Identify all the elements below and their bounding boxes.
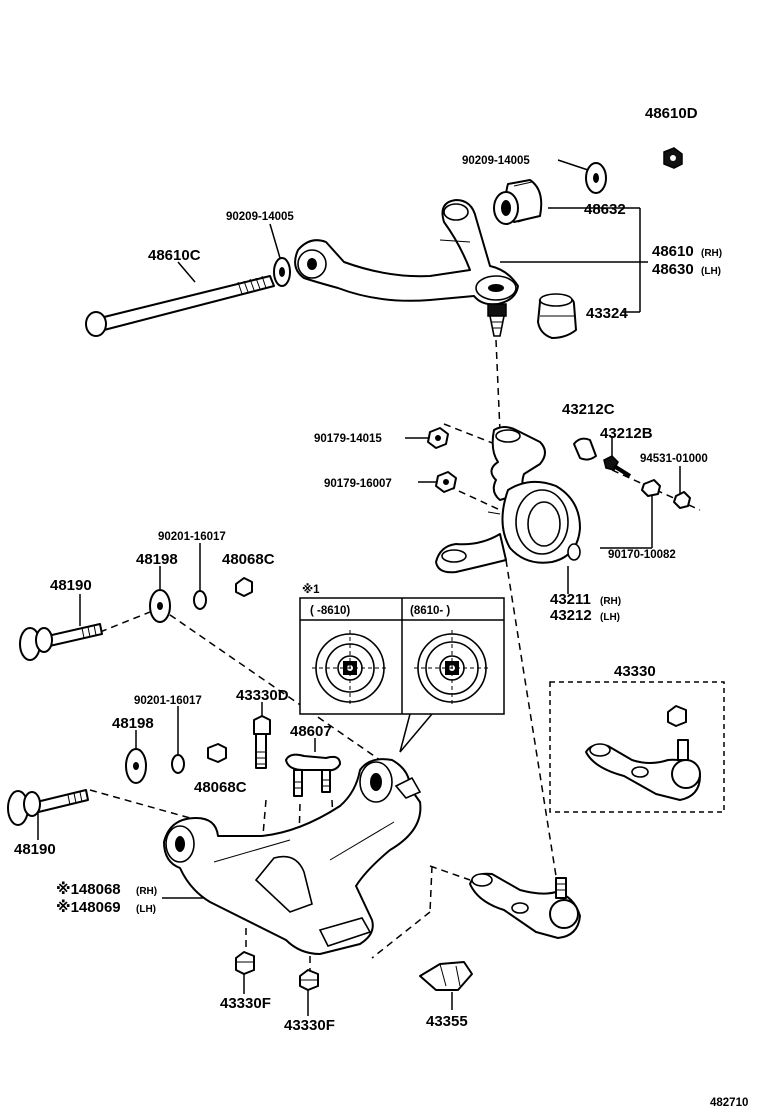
steering-knuckle-43211-icon <box>435 426 581 574</box>
label-48068-side: (RH) <box>136 886 157 897</box>
nut-43330F-left-icon <box>235 951 255 975</box>
label-48610-side: (RH) <box>701 248 722 259</box>
lower-ball-joint-icon <box>469 872 581 939</box>
label-43324[interactable]: 43324 <box>586 305 628 322</box>
label-48632[interactable]: 48632 <box>584 201 626 218</box>
inset-43330-box <box>549 681 725 813</box>
label-90209-14005-top[interactable]: 90209-14005 <box>462 155 530 167</box>
label-43330[interactable]: 43330 <box>614 663 656 680</box>
label-48068C-bottom[interactable]: 48068C <box>194 779 247 796</box>
washer-top-icon <box>585 162 607 194</box>
nut-43330F-right-icon <box>299 969 319 991</box>
label-90201-16017-top[interactable]: 90201-16017 <box>158 531 226 543</box>
inset-variants-box <box>299 597 505 715</box>
bushing-48632-icon <box>493 179 543 225</box>
washer-left-icon <box>273 257 291 287</box>
dust-cover-43355-icon <box>419 961 473 991</box>
label-48630-side: (LH) <box>701 266 721 277</box>
washer-90201-top-icon <box>193 590 207 610</box>
cam-plate-48198-bottom-icon <box>125 748 147 784</box>
label-90170-10082[interactable]: 90170-10082 <box>608 549 676 561</box>
label-48068C-top[interactable]: 48068C <box>222 551 275 568</box>
variant-old-icon <box>312 630 388 706</box>
label-inset-col2: (8610- ) <box>410 605 450 617</box>
label-43212B[interactable]: 43212B <box>600 425 653 442</box>
label-43330D[interactable]: 43330D <box>236 687 289 704</box>
pin-94531-01000-icon <box>673 491 691 509</box>
label-90209-14005-left[interactable]: 90209-14005 <box>226 211 294 223</box>
label-43355[interactable]: 43355 <box>426 1013 468 1030</box>
nut-48068C-top-icon <box>235 577 253 597</box>
plate-48607-icon <box>285 753 341 797</box>
label-94531-01000[interactable]: 94531-01000 <box>640 453 708 465</box>
label-48190-top[interactable]: 48190 <box>50 577 92 594</box>
label-48610C[interactable]: 48610C <box>148 247 201 264</box>
lower-arm-48068-icon <box>163 758 422 955</box>
nut-48068C-bottom-icon <box>207 743 227 763</box>
variant-new-icon <box>414 630 490 706</box>
label-43330F-right[interactable]: 43330F <box>284 1017 335 1034</box>
label-48610[interactable]: 48610 <box>652 243 694 260</box>
cam-plate-48198-top-icon <box>149 589 171 623</box>
diagram-id: 482710 <box>710 1097 748 1109</box>
bolt-43212B-icon <box>603 455 632 478</box>
label-43212[interactable]: 43212 <box>550 607 592 624</box>
bump-stopper-43324-icon <box>537 293 577 339</box>
nut-90179-16007-icon <box>435 471 457 493</box>
nut-90179-14015-icon <box>427 427 449 449</box>
label-48190-bottom[interactable]: 48190 <box>14 841 56 858</box>
label-48607[interactable]: 48607 <box>290 723 332 740</box>
label-43211-side: (RH) <box>600 596 621 607</box>
label-43212C[interactable]: 43212C <box>562 401 615 418</box>
label-48068[interactable]: ※148068 <box>56 880 121 898</box>
nut-48610D-icon <box>663 147 683 169</box>
label-90179-16007[interactable]: 90179-16007 <box>324 478 392 490</box>
label-inset-col1: ( -8610) <box>310 605 350 617</box>
label-48069[interactable]: ※148069 <box>56 898 121 916</box>
label-43330F-left[interactable]: 43330F <box>220 995 271 1012</box>
nut-90170-10082-icon <box>641 479 661 497</box>
label-note-symbol: ※1 <box>302 582 320 596</box>
part-labels: 48610D 90209-14005 48632 90209-14005 486… <box>14 105 748 1109</box>
label-48198-bottom[interactable]: 48198 <box>112 715 154 732</box>
label-48069-side: (LH) <box>136 904 156 915</box>
cap-43212C-icon <box>573 437 597 461</box>
bolt-48190-bottom-icon <box>7 789 89 826</box>
label-90201-16017-bottom[interactable]: 90201-16017 <box>134 695 202 707</box>
label-48610D[interactable]: 48610D <box>645 105 698 122</box>
bolt-43330D-icon <box>253 715 271 769</box>
washer-90201-bottom-icon <box>171 754 185 774</box>
label-48198-top[interactable]: 48198 <box>136 551 178 568</box>
label-90179-14015[interactable]: 90179-14015 <box>314 433 382 445</box>
label-43212-side: (LH) <box>600 612 620 623</box>
label-43211[interactable]: 43211 <box>550 591 591 608</box>
bolt-48610C-icon <box>85 275 275 337</box>
upper-arm-48610-icon <box>294 199 519 337</box>
bolt-48190-top-icon <box>19 623 103 661</box>
label-48630[interactable]: 48630 <box>652 261 694 278</box>
